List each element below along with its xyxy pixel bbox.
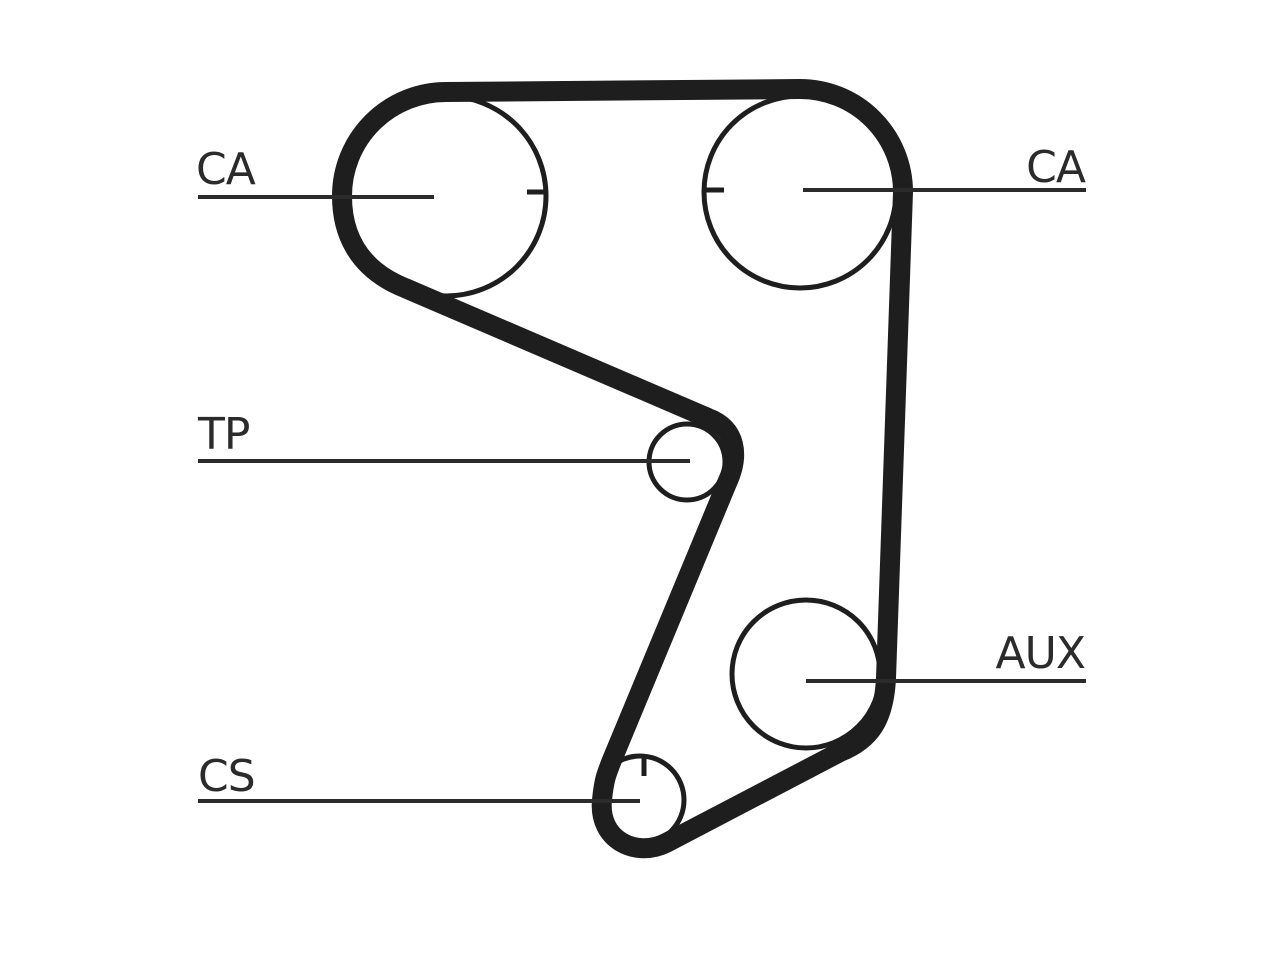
label-crankshaft: CS xyxy=(198,751,255,802)
timing-belt xyxy=(332,79,913,859)
label-camshaft-left: CA xyxy=(196,144,256,195)
auxiliary-pulley xyxy=(729,597,883,751)
label-auxiliary: AUX xyxy=(996,628,1085,679)
label-camshaft-right: CA xyxy=(1026,142,1086,193)
label-tensioner: TP xyxy=(197,409,250,460)
